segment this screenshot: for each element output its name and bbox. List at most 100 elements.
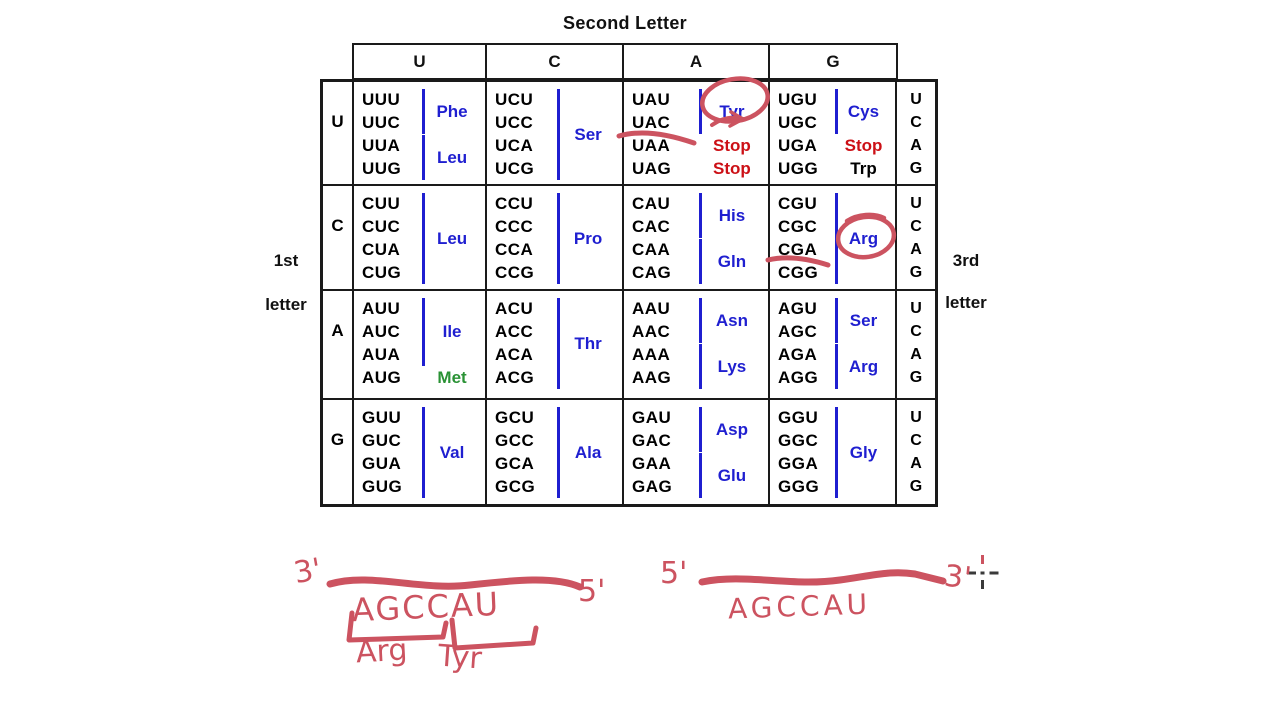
codon-GGU: GGU — [778, 408, 819, 427]
amino-bar — [698, 344, 702, 389]
third-letter-axis-label-top: 3rd — [952, 251, 980, 270]
header-letter-G: G — [826, 51, 840, 71]
amino-label-asn: Asn — [715, 310, 748, 330]
first-letter-U: U — [331, 112, 344, 131]
amino-label-gly: Gly — [849, 442, 878, 462]
amino-label-arg: Arg — [848, 356, 879, 376]
third-letter-A: A — [910, 346, 922, 363]
tyr-bracket-label: Tyr — [436, 638, 483, 677]
codon-AUA: AUA — [362, 345, 401, 364]
codon-CUA: CUA — [362, 240, 401, 259]
first-letter-C: C — [331, 216, 344, 235]
codon-CAA: CAA — [632, 240, 671, 259]
amino-bar — [557, 407, 561, 498]
amino-label-lys: Lys — [717, 356, 747, 376]
codon-AAG: AAG — [632, 368, 672, 387]
codon-CAG: CAG — [632, 263, 672, 282]
codon-UCU: UCU — [495, 90, 534, 109]
third-letter-C: C — [910, 432, 922, 449]
codon-GCA: GCA — [495, 454, 535, 473]
codon-AAC: AAC — [632, 322, 671, 341]
amino-bar — [698, 298, 702, 343]
amino-group-phe: Phe — [422, 86, 482, 137]
left-strand-sequence: AGCCAU — [351, 584, 501, 630]
codon-AAA: AAA — [632, 345, 671, 364]
codon-CAU: CAU — [632, 194, 671, 213]
amino-group-stop: Stop — [835, 132, 892, 160]
amino-bar — [698, 453, 702, 498]
amino-label-ser: Ser — [574, 124, 602, 144]
codon-GGG: GGG — [778, 477, 820, 496]
codon-CGG: CGG — [778, 263, 819, 282]
codon-CGU: CGU — [778, 194, 818, 213]
codon-UCG: UCG — [495, 159, 535, 178]
first-letter-A: A — [331, 321, 344, 340]
codon-GAC: GAC — [632, 431, 672, 450]
codon-CUG: CUG — [362, 263, 402, 282]
amino-bar — [835, 298, 838, 343]
amino-group-arg: Arg — [835, 190, 892, 287]
amino-group-gly: Gly — [835, 404, 892, 501]
codon-GUC: GUC — [362, 431, 402, 450]
codon-UGC: UGC — [778, 113, 818, 132]
codon-CUC: CUC — [362, 217, 401, 236]
third-letter-A: A — [910, 455, 922, 472]
codon-GCG: GCG — [495, 477, 536, 496]
header-letter-C: C — [487, 45, 624, 78]
amino-group-leu: Leu — [422, 132, 482, 183]
first-letter-axis-label-top: 1st — [273, 251, 299, 270]
right-strand-line — [698, 569, 947, 586]
amino-label-ile: Ile — [442, 322, 462, 341]
codon-AGG: AGG — [778, 368, 819, 387]
amino-label-trp: Trp — [850, 159, 877, 178]
first-letter-G: G — [330, 430, 345, 449]
third-letter-G: G — [909, 160, 923, 177]
amino-group-pro: Pro — [557, 190, 619, 287]
amino-bar — [835, 344, 838, 389]
amino-group-stop: Stop — [699, 155, 765, 183]
amino-label-stop: Stop — [713, 136, 751, 155]
amino-group-stop: Stop — [699, 132, 765, 160]
amino-label-stop: Stop — [713, 159, 751, 178]
amino-bar — [698, 239, 702, 284]
amino-bar — [557, 298, 561, 389]
codon-CGC: CGC — [778, 217, 818, 236]
codon-UUG: UUG — [362, 159, 402, 178]
amino-group-ser: Ser — [557, 86, 619, 183]
codon-UCC: UCC — [495, 113, 534, 132]
amino-group-met: Met — [422, 364, 482, 392]
third-letter-A: A — [910, 137, 922, 154]
codon-UUU: UUU — [362, 90, 401, 109]
codon-UAA: UAA — [632, 136, 671, 155]
amino-label-his: His — [718, 205, 746, 225]
codon-UGG: UGG — [778, 159, 819, 178]
amino-label-leu: Leu — [436, 147, 468, 167]
codon-GUG: GUG — [362, 477, 403, 496]
amino-group-trp: Trp — [835, 155, 892, 183]
codon-CCG: CCG — [495, 263, 535, 282]
third-letter-U: U — [910, 195, 922, 212]
amino-bar — [422, 407, 426, 498]
second-letter-title: Second Letter — [563, 13, 687, 33]
codon-UGA: UGA — [778, 136, 818, 155]
amino-label-asp: Asp — [715, 419, 748, 439]
amino-group-ile: Ile — [422, 295, 482, 369]
amino-label-pro: Pro — [573, 228, 603, 248]
first-letter-cell-G: G — [323, 400, 354, 504]
codon-AGC: AGC — [778, 322, 818, 341]
codon-AUG: AUG — [362, 368, 402, 387]
amino-bar — [835, 407, 838, 498]
amino-group-his: His — [698, 190, 765, 241]
amino-label-gln: Gln — [717, 251, 747, 271]
amino-label-arg: Arg — [848, 228, 879, 248]
amino-bar — [698, 407, 702, 452]
